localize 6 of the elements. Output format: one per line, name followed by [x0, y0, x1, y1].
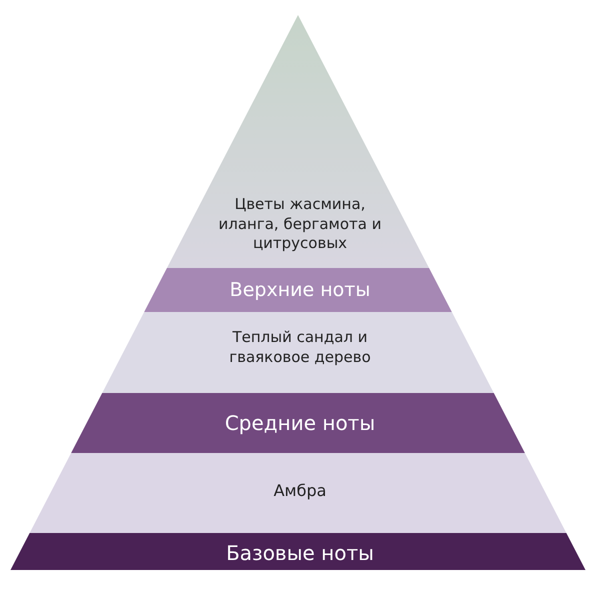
tier-description: Амбра	[272, 481, 328, 502]
tier-title: Базовые ноты	[225, 540, 375, 566]
tier-title: Средние ноты	[224, 410, 376, 436]
tier-description: Теплый сандал и гваяковое дерево	[228, 328, 372, 367]
tier-title: Верхние ноты	[228, 278, 372, 303]
tier-description: Цветы жасмина, иланга, бергамота и цитрусовых	[218, 195, 382, 254]
